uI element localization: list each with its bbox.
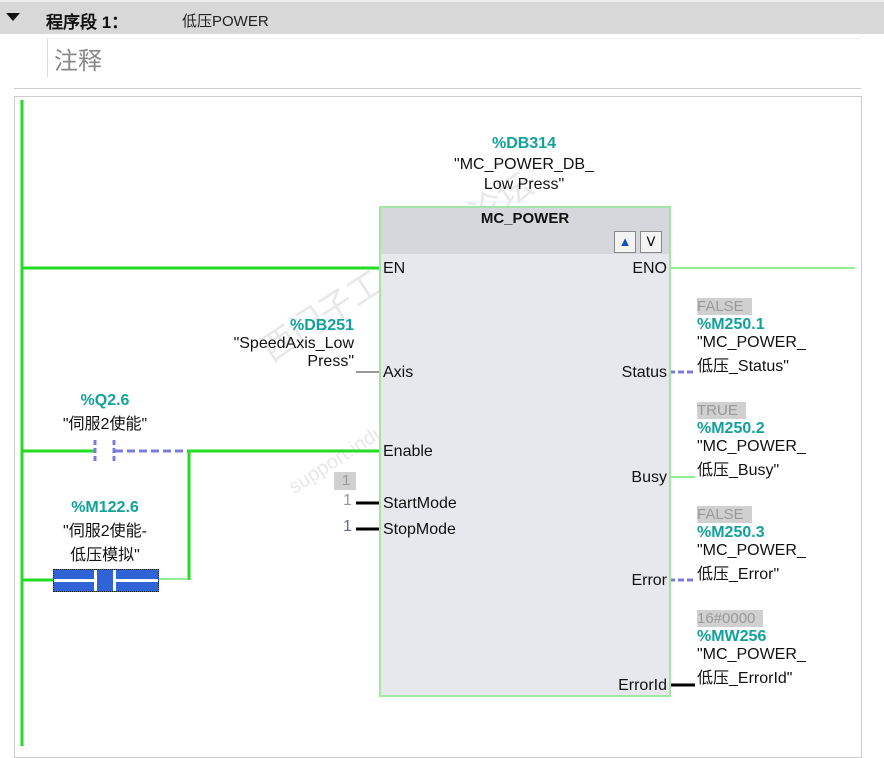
contact2-name-2: 低压模拟" xyxy=(70,547,140,564)
error-name-2: 低压_Error" xyxy=(697,566,780,583)
comment-placeholder: 注释 xyxy=(54,48,102,75)
error-operand[interactable]: FALSE %M250.3 "MC_POWER_ 低压_Error" xyxy=(697,506,806,584)
contact2-name: "伺服2使能- xyxy=(63,523,147,540)
stopmode-value[interactable]: 1 xyxy=(343,518,352,535)
busy-monitor: TRUE xyxy=(697,402,746,419)
busy-addr: %M250.2 xyxy=(697,420,765,437)
network-title[interactable]: 低压POWER xyxy=(182,13,269,30)
contact1-name: "伺服2使能" xyxy=(62,416,148,433)
contact2-icon[interactable] xyxy=(53,569,159,592)
errorid-addr: %MW256 xyxy=(697,628,767,645)
status-name: "MC_POWER_ xyxy=(697,334,806,351)
contact2-addr: %M122.6 xyxy=(71,499,139,516)
instance-db-label[interactable]: %DB314 "MC_POWER_DB_ Low Press" xyxy=(424,135,624,194)
error-name: "MC_POWER_ xyxy=(697,542,806,559)
block-type: MC_POWER xyxy=(480,210,570,227)
pin-en[interactable]: EN xyxy=(383,260,406,277)
axis-name-2: Press" xyxy=(307,353,354,370)
instance-db-addr: %DB314 xyxy=(491,135,557,152)
startmode-monitor: 1 xyxy=(334,472,357,490)
instance-db-name-2: Low Press" xyxy=(483,176,565,193)
pin-errorid[interactable]: ErrorId xyxy=(618,677,667,694)
comment-field[interactable]: 注释 xyxy=(47,38,862,77)
axis-name: "SpeedAxis_Low xyxy=(233,335,354,352)
contact2-operand[interactable]: %M122.6 "伺服2使能- 低压模拟" xyxy=(20,499,190,565)
contact1-operand[interactable]: %Q2.6 "伺服2使能" xyxy=(20,392,190,434)
collapse-triangle-icon[interactable] xyxy=(6,13,20,21)
block-header: MC_POWER ▲ ⴸ xyxy=(381,208,669,254)
errorid-monitor: 16#0000 xyxy=(697,610,764,627)
pin-busy[interactable]: Busy xyxy=(631,469,667,486)
busy-name-2: 低压_Busy" xyxy=(697,462,780,479)
error-addr: %M250.3 xyxy=(697,524,765,541)
startmode-value[interactable]: 1 xyxy=(343,492,352,509)
network-number: 程序段 1： xyxy=(46,13,129,32)
pin-stopmode[interactable]: StopMode xyxy=(383,521,456,538)
status-addr: %M250.1 xyxy=(697,316,765,333)
pin-error[interactable]: Error xyxy=(631,572,667,589)
contact1-addr: %Q2.6 xyxy=(80,392,130,409)
pin-enable[interactable]: Enable xyxy=(383,443,433,460)
busy-operand[interactable]: TRUE %M250.2 "MC_POWER_ 低压_Busy" xyxy=(697,402,806,480)
errorid-name: "MC_POWER_ xyxy=(697,646,806,663)
instance-db-name: "MC_POWER_DB_ xyxy=(454,156,594,173)
pin-eno[interactable]: ENO xyxy=(632,260,667,277)
status-name-2: 低压_Status" xyxy=(697,358,789,375)
pin-startmode[interactable]: StartMode xyxy=(383,495,457,512)
pin-axis[interactable]: Axis xyxy=(383,364,414,381)
errorid-name-2: 低压_ErrorId" xyxy=(697,670,793,687)
busy-name: "MC_POWER_ xyxy=(697,438,806,455)
diagnostics-stethoscope-icon[interactable]: ⴸ xyxy=(640,231,662,253)
error-monitor: FALSE xyxy=(697,506,752,523)
pin-status[interactable]: Status xyxy=(621,364,667,381)
mc-power-block[interactable]: MC_POWER ▲ ⴸ EN Axis Enable StartMode St… xyxy=(379,206,671,697)
axis-addr: %DB251 xyxy=(289,317,354,334)
network-header[interactable]: 程序段 1： 低压POWER xyxy=(0,0,884,34)
divider xyxy=(14,88,861,89)
axis-operand[interactable]: %DB251 "SpeedAxis_Low Press" xyxy=(180,317,354,371)
status-monitor: FALSE xyxy=(697,298,752,315)
status-operand[interactable]: FALSE %M250.1 "MC_POWER_ 低压_Status" xyxy=(697,298,806,376)
block-instance-icon[interactable]: ▲ xyxy=(614,231,636,253)
errorid-operand[interactable]: 16#0000 %MW256 "MC_POWER_ 低压_ErrorId" xyxy=(697,610,806,688)
